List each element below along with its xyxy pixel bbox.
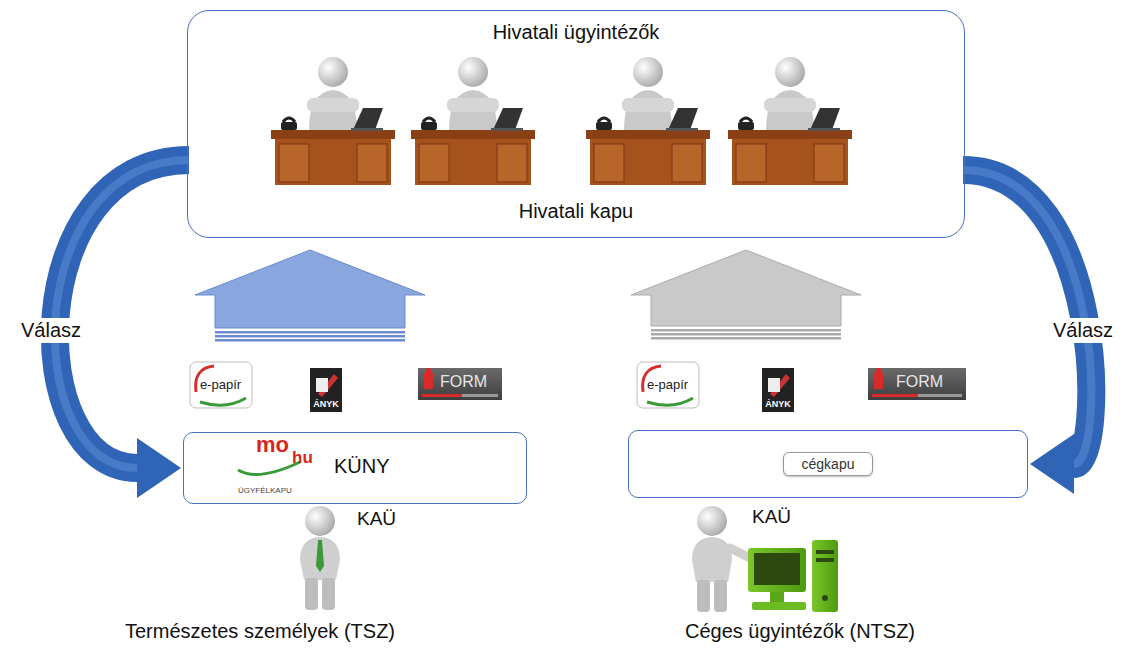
- icon-label: ÁNYK: [313, 399, 339, 409]
- portal-box: KÜNY: [183, 432, 527, 504]
- icon-label: FORM: [440, 373, 487, 391]
- group-label: Természetes személyek (TSZ): [125, 620, 395, 643]
- icon-label: FORM: [896, 373, 943, 391]
- edge-label: Válasz: [18, 318, 84, 343]
- actor-label: KAÜ: [357, 508, 396, 530]
- edge-label: Válasz: [1050, 318, 1116, 343]
- logo-text: hu: [292, 448, 313, 468]
- node-text: cégkapu: [783, 452, 874, 476]
- icon-label: e-papír: [200, 378, 241, 393]
- node-text: Hivatali kapu: [519, 200, 634, 223]
- icon-label: ÁNYK: [765, 399, 791, 409]
- portal-box: cégkapu: [628, 430, 1028, 498]
- office-gateway-box: Hivatali ügyintézőkHivatali kapu: [187, 10, 965, 238]
- icon-label: e-papír: [647, 378, 688, 393]
- block-arrow: [631, 250, 861, 340]
- logo-text: mo: [256, 432, 289, 457]
- logo-text: ÜGYFÉLKAPU: [238, 486, 292, 495]
- block-arrow: [195, 250, 425, 342]
- group-label: Céges ügyintézők (NTSZ): [685, 620, 915, 643]
- node-text: Hivatali ügyintézők: [493, 21, 660, 44]
- actor-label: KAÜ: [752, 506, 791, 528]
- node-text: KÜNY: [334, 455, 390, 478]
